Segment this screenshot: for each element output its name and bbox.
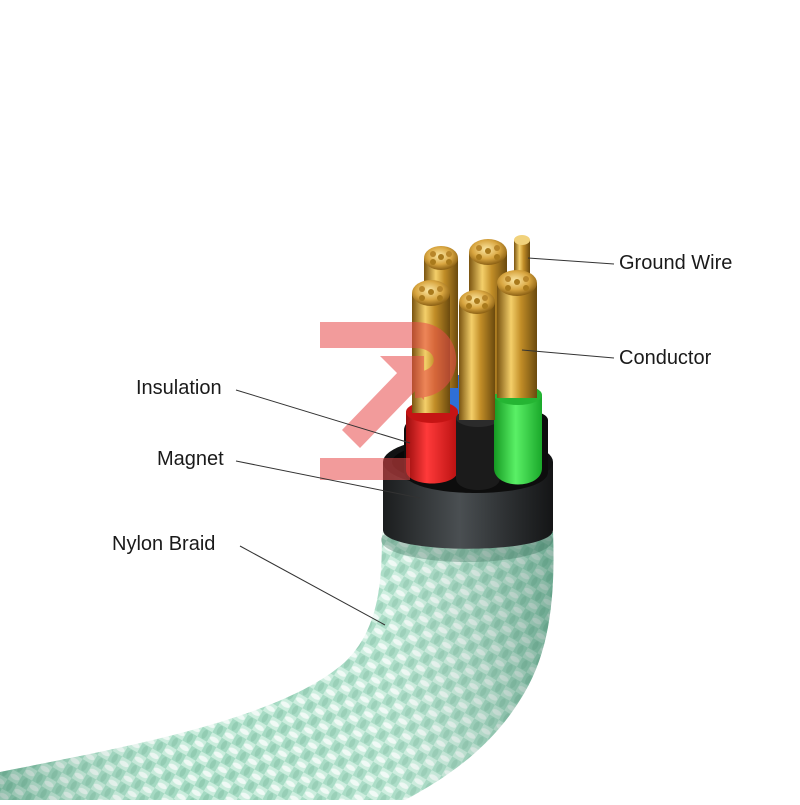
leader-line-nylon-braid xyxy=(239,545,386,626)
conductor-front-center xyxy=(459,290,495,420)
leader-line-ground-wire xyxy=(527,257,615,265)
label-nylon-braid: Nylon Braid xyxy=(112,533,216,555)
conductor-front-right xyxy=(497,270,537,398)
leader-line-magnet xyxy=(235,460,421,499)
label-ground-wire: Ground Wire xyxy=(619,252,733,274)
black-insulation xyxy=(456,418,500,490)
label-magnet: Magnet xyxy=(157,448,224,470)
label-conductor: Conductor xyxy=(619,347,712,369)
label-insulation: Insulation xyxy=(136,377,222,399)
green-insulation xyxy=(494,395,542,485)
leader-line-conductor xyxy=(521,349,615,359)
nylon-braid-shading xyxy=(0,532,554,800)
red-insulation xyxy=(406,412,458,484)
leader-line-insulation xyxy=(235,389,411,444)
